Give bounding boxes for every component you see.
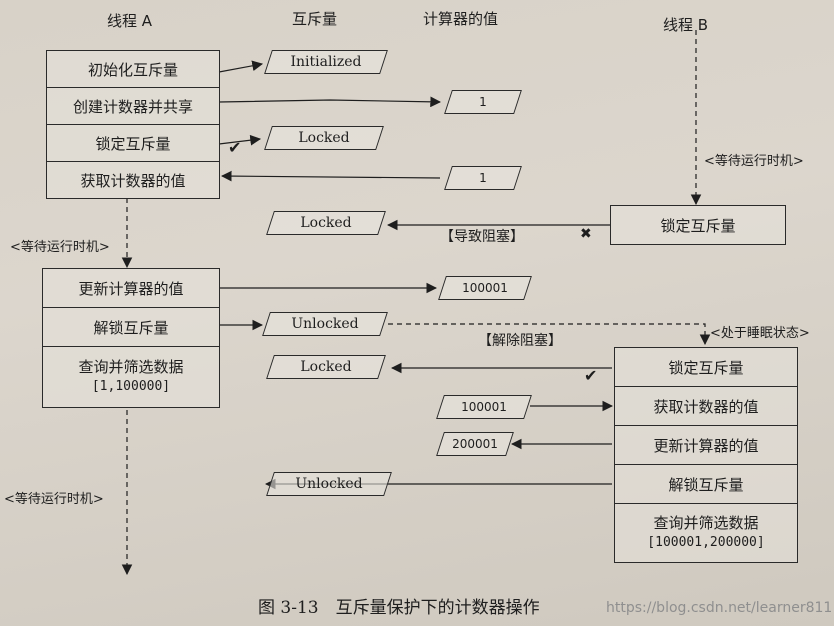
- thread-a-step-query-filter: 查询并筛选数据 [1,100000]: [42, 346, 220, 408]
- watermark-url: https://blog.csdn.net/learner811: [606, 600, 833, 616]
- thread-b-query-label: 查询并筛选数据: [653, 514, 759, 532]
- mutex-state-locked-1: Locked: [264, 126, 384, 150]
- check-mark-icon-b: ✔: [584, 366, 598, 385]
- thread-b-step-unlock-mutex: 解锁互斥量: [614, 464, 798, 504]
- note-wait-a-2: <等待运行时机>: [4, 492, 104, 507]
- thread-a-header: 线程 A: [107, 12, 153, 30]
- thread-b-step-query-filter: 查询并筛选数据 [100001,200000]: [614, 503, 798, 563]
- mutex-state-unlocked-1: Unlocked: [262, 312, 388, 336]
- note-wait-b: <等待运行时机>: [704, 154, 804, 169]
- arrow-create-to-counter: [218, 96, 442, 108]
- counter-value-4: 100001: [436, 395, 532, 419]
- thread-b-header: 线程 B: [663, 16, 709, 34]
- note-sleeping: <处于睡眠状态>: [710, 326, 810, 341]
- mutex-state-initialized: Initialized: [264, 50, 388, 74]
- dash-unblock-signal: [388, 323, 711, 346]
- thread-b-step-lock-blocked: 锁定互斥量: [610, 205, 786, 245]
- thread-b-step-get-counter: 获取计数器的值: [614, 386, 798, 426]
- figure-caption: 图 3-13 互斥量保护下的计数器操作: [258, 598, 540, 618]
- thread-b-query-range: [100001,200000]: [647, 535, 765, 550]
- thread-a-step-update-counter: 更新计算器的值: [42, 268, 220, 308]
- mutex-state-locked-3: Locked: [266, 355, 386, 379]
- thread-a-step-get-counter: 获取计数器的值: [46, 161, 220, 199]
- counter-value-1: 1: [444, 90, 522, 114]
- mutex-state-unlocked-2: Unlocked: [266, 472, 392, 496]
- thread-a-query-label: 查询并筛选数据: [78, 358, 184, 376]
- thread-a-step-init-mutex: 初始化互斥量: [46, 50, 220, 88]
- note-blocked: 【导致阻塞】: [440, 229, 524, 245]
- arrow-counter-to-get: [220, 170, 441, 182]
- arrow-lock-to-locked: [218, 134, 262, 146]
- arrow-init-to-initialized: [218, 60, 264, 73]
- cross-mark-icon: ✖: [580, 226, 592, 242]
- counter-header: 计算器的值: [423, 10, 499, 28]
- counter-value-5: 200001: [436, 432, 514, 456]
- note-unblocked: 【解除阻塞】: [478, 333, 562, 349]
- mutex-header: 互斥量: [292, 10, 338, 28]
- thread-b-step-update-counter: 更新计算器的值: [614, 425, 798, 465]
- counter-value-3: 100001: [438, 276, 532, 300]
- thread-a-step-lock-mutex: 锁定互斥量: [46, 124, 220, 162]
- mutex-state-locked-2: Locked: [266, 211, 386, 235]
- note-wait-a-1: <等待运行时机>: [10, 240, 110, 255]
- counter-value-2: 1: [444, 166, 522, 190]
- thread-a-step-unlock-mutex: 解锁互斥量: [42, 307, 220, 347]
- thread-b-step-lock-mutex: 锁定互斥量: [614, 347, 798, 387]
- thread-a-step-create-counter: 创建计数器并共享: [46, 87, 220, 125]
- check-mark-icon: ✔: [228, 138, 242, 157]
- thread-a-query-range: [1,100000]: [91, 379, 171, 394]
